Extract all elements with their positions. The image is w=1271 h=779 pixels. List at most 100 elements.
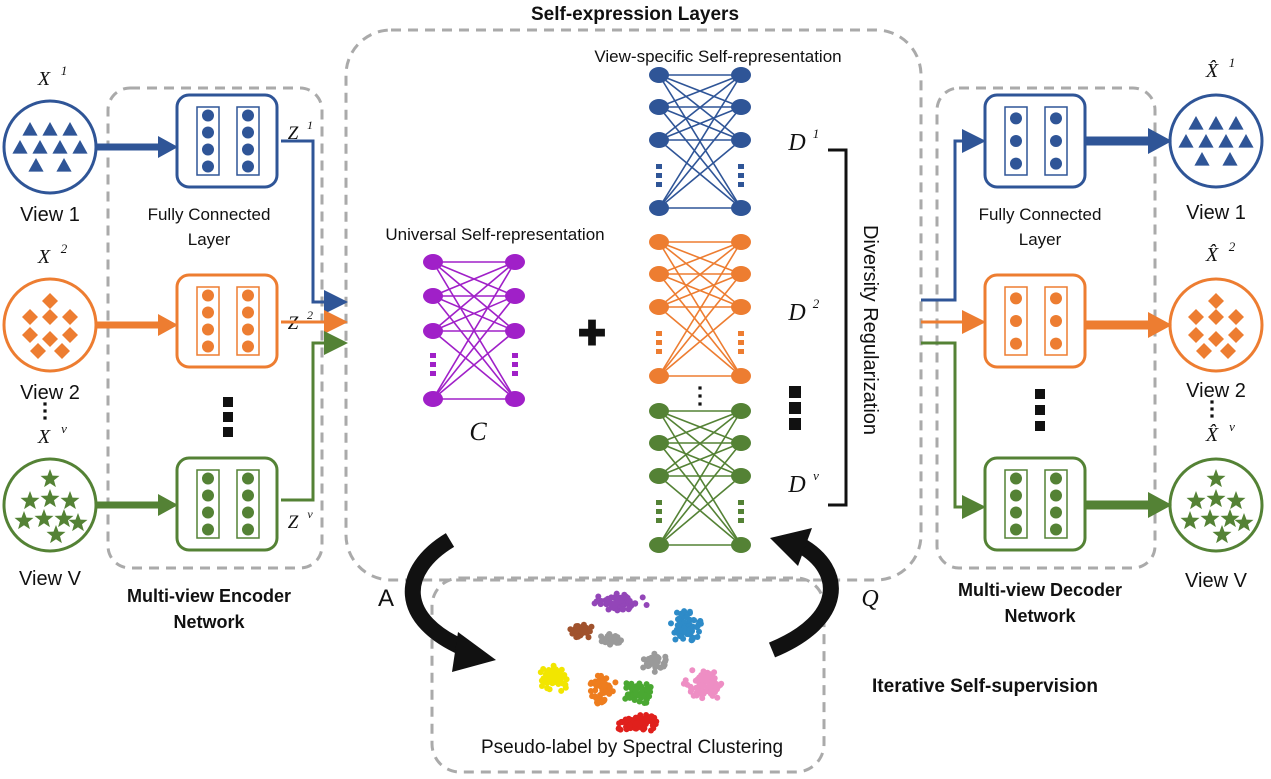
network-node [423, 254, 443, 270]
diversity-ellipsis [789, 418, 801, 430]
fc-neuron [242, 160, 254, 173]
network-edge [658, 306, 742, 377]
input-circle [2, 99, 98, 195]
cluster-point [586, 628, 593, 635]
network-edge [658, 139, 742, 209]
cluster-point [623, 593, 629, 600]
input-arrow-head [158, 494, 178, 516]
cluster-point [580, 621, 587, 628]
diamond-mark [1196, 343, 1212, 359]
fc-column-right [1044, 106, 1068, 176]
clustering-frame [430, 576, 826, 774]
cluster-point [613, 590, 620, 597]
fc-neuron [242, 523, 254, 536]
cluster-point [639, 719, 646, 726]
cluster-point [573, 624, 580, 631]
fc-neuron [202, 160, 214, 173]
fc-neuron [1010, 292, 1022, 305]
diamond-mark [1188, 327, 1204, 343]
network-node [649, 67, 669, 83]
triangle-mark [1178, 134, 1194, 148]
pseudo-label-text: Pseudo-label by Spectral Clustering [481, 737, 783, 758]
fc-layer-box [983, 456, 1087, 552]
star-mark [68, 513, 88, 532]
fc-neuron [1010, 112, 1022, 125]
diversity-matrix-superscript: v [813, 468, 819, 483]
cluster-point [718, 680, 725, 687]
cluster-point [598, 678, 605, 684]
cluster-point [710, 687, 717, 694]
latent-symbol: Z [288, 123, 299, 144]
cluster-point [619, 606, 626, 613]
output-view-ellipsis [1210, 407, 1214, 411]
cluster-point [615, 725, 622, 732]
cluster-point [594, 696, 601, 703]
fc-neuron [1050, 315, 1062, 327]
encoder-fc-line1: Fully Connected [148, 205, 271, 224]
star-mark [1200, 509, 1220, 528]
triangle-mark [12, 140, 28, 154]
network-edge [658, 410, 742, 444]
fc-neuron [1010, 135, 1022, 147]
output-superscript: v [1229, 419, 1235, 434]
network-node [731, 132, 751, 148]
fc-layer-box [175, 456, 279, 552]
output-view-label: View V [1185, 570, 1248, 592]
diversity-bracket [828, 148, 848, 507]
input-view-label: View 1 [20, 204, 80, 226]
network-node [649, 368, 669, 384]
network-edge [658, 106, 742, 209]
cluster-point [645, 655, 652, 662]
cluster-point [549, 667, 556, 674]
fc-column-right [1044, 286, 1068, 356]
cluster-point [676, 620, 683, 627]
diamond-mark [42, 309, 58, 325]
cluster-point [623, 726, 630, 733]
cluster-point [648, 727, 654, 734]
cluster-point [645, 716, 652, 723]
cluster-point [693, 624, 700, 631]
output-symbol: X̂ [1205, 59, 1219, 82]
network-node [731, 266, 751, 282]
fc-column-left [1004, 469, 1028, 539]
input-superscript: 1 [61, 63, 68, 78]
fc-column-right [236, 106, 260, 176]
diamond-mark [1208, 309, 1224, 325]
diamond-mark [1228, 309, 1244, 325]
fc-neuron [242, 506, 254, 519]
star-mark [40, 489, 60, 508]
network-node [731, 200, 751, 216]
universal-network [423, 254, 525, 407]
star-mark [1220, 509, 1240, 528]
cluster-point [598, 633, 605, 640]
iterative-label: Iterative Self-supervision [872, 676, 1098, 697]
cluster-point [580, 628, 587, 635]
decoder-ellipsis [1035, 421, 1045, 431]
cluster-point [689, 635, 696, 642]
network-gap-ellipsis [698, 402, 702, 406]
cluster-point [567, 626, 574, 633]
cluster-point [713, 680, 719, 687]
cluster-point [598, 672, 604, 679]
plus-sign: ✚ [578, 315, 607, 353]
input-superscript: 2 [61, 241, 68, 256]
cluster-point [684, 681, 691, 688]
cluster-point [652, 659, 659, 666]
cluster-point [558, 687, 565, 694]
encoder-label-line2: Network [173, 612, 245, 632]
cluster-point [640, 656, 647, 663]
network-node [423, 391, 443, 407]
curved-arrow-a-head [452, 632, 496, 672]
self-expression-title: Self-expression Layers [531, 4, 739, 25]
network-node [731, 67, 751, 83]
cluster-point [544, 680, 550, 687]
fc-column-left [196, 286, 220, 356]
cluster-point [607, 641, 613, 648]
arrow-q-label: Q [861, 586, 878, 612]
fc-neuron [242, 340, 254, 353]
network-edge [658, 410, 742, 477]
input-arrow-head [158, 314, 178, 336]
fc-neuron [202, 506, 214, 519]
output-view-label: View 2 [1186, 380, 1246, 402]
